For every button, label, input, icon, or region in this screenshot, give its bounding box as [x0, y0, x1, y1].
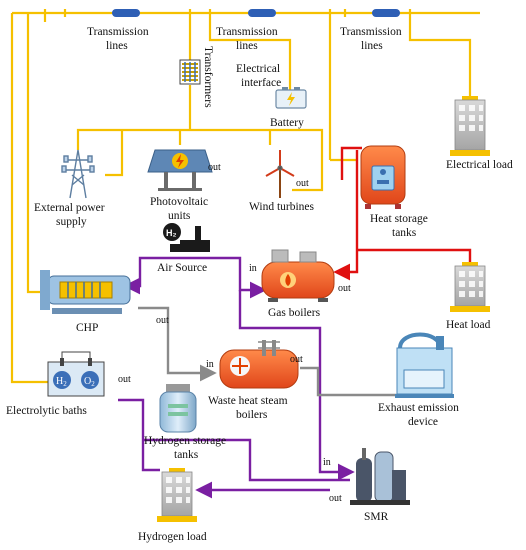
- transmission-line-icon: [372, 9, 400, 17]
- hydrogen-load-label: Hydrogen load: [138, 531, 207, 543]
- exhaust-emission-label-b: device: [408, 416, 438, 428]
- turbine-icon: [40, 270, 131, 314]
- building-icon: [450, 262, 490, 312]
- h2-source-icon: H₂: [163, 223, 210, 252]
- gas-out-port: out: [338, 283, 351, 294]
- wind-turbine-icon: [265, 150, 295, 198]
- transmission-lines-label-1: Transmission: [87, 26, 149, 38]
- external-power-supply-label-b: supply: [56, 216, 87, 228]
- exhaust-network: [138, 306, 400, 397]
- transmission-lines-label-2: Transmission: [216, 26, 278, 38]
- electrical-interface-label: Electrical: [236, 63, 280, 75]
- gas-in-port: in: [249, 263, 257, 274]
- transmission-lines-label-1b: lines: [106, 40, 128, 52]
- smr-in-port: in: [323, 457, 331, 468]
- building-icon: [157, 468, 197, 522]
- electrical-load-label: Electrical load: [446, 159, 513, 171]
- chimney-icon: [395, 332, 454, 398]
- wind-turbines-label: Wind turbines: [249, 201, 315, 213]
- transmission-lines-label-3: Transmission: [340, 26, 402, 38]
- solar-panel-icon: [147, 149, 213, 191]
- battery-label: Battery: [270, 117, 304, 129]
- smr-out-port: out: [329, 493, 342, 504]
- hydrogen-tank-icon: [159, 384, 197, 433]
- steam-boiler-icon: [219, 340, 299, 389]
- transmission-line-icon: [112, 9, 140, 17]
- air-source-label: Air Source: [157, 262, 207, 274]
- power-pylon-icon: [61, 149, 95, 199]
- gas-boiler-icon: [261, 249, 335, 302]
- transformer-icon: [179, 59, 201, 85]
- wind-out-port: out: [296, 178, 309, 189]
- o2-label: O2: [84, 376, 95, 388]
- electric-network: [10, 9, 480, 384]
- chp-label: CHP: [76, 322, 98, 334]
- heat-storage-tanks-label: Heat storage: [370, 213, 428, 225]
- heat-tank-icon: [360, 145, 406, 209]
- whsb-out-port: out: [290, 354, 303, 365]
- hydrogen-storage-label: Hydrogen storage: [144, 435, 226, 447]
- photovoltaic-units-label: Photovoltaic: [150, 196, 208, 208]
- pv-out-port: out: [208, 162, 221, 173]
- whsb-in-port: in: [206, 359, 214, 370]
- chp-out-port: out: [156, 315, 169, 326]
- transmission-lines-label-3b: lines: [361, 40, 383, 52]
- transmission-lines-label-2b: lines: [236, 40, 258, 52]
- external-power-supply-label: External power: [34, 202, 105, 214]
- photovoltaic-units-label-b: units: [168, 210, 191, 222]
- electrolyzer-icon: H2 O2: [47, 351, 105, 397]
- heat-storage-tanks-label-b: tanks: [392, 227, 417, 239]
- transformers-label: Transformers: [202, 46, 214, 108]
- electrical-interface-label-b: interface: [241, 77, 281, 89]
- labels: Transmission lines Transmission lines Tr…: [6, 26, 513, 543]
- elec-out-port: out: [118, 374, 131, 385]
- hydrogen-storage-label-b: tanks: [174, 449, 199, 461]
- smr-label: SMR: [364, 511, 389, 523]
- h2-label: H2: [56, 376, 67, 388]
- waste-heat-label: Waste heat steam: [208, 395, 288, 407]
- gas-boilers-label: Gas boilers: [268, 307, 321, 319]
- exhaust-emission-label: Exhaust emission: [378, 402, 459, 414]
- gas-network: [118, 256, 355, 499]
- heat-load-label: Heat load: [446, 319, 491, 331]
- svg-text:H₂: H₂: [166, 228, 177, 238]
- waste-heat-label-b: boilers: [236, 409, 268, 421]
- transmission-line-icon: [248, 9, 276, 17]
- transmission-line-icons: [112, 9, 400, 17]
- battery-icon: [275, 87, 307, 109]
- smr-plant-icon: [350, 448, 410, 505]
- building-icon: [450, 96, 490, 156]
- heat-network: [333, 146, 472, 281]
- electrolytic-baths-label: Electrolytic baths: [6, 405, 87, 417]
